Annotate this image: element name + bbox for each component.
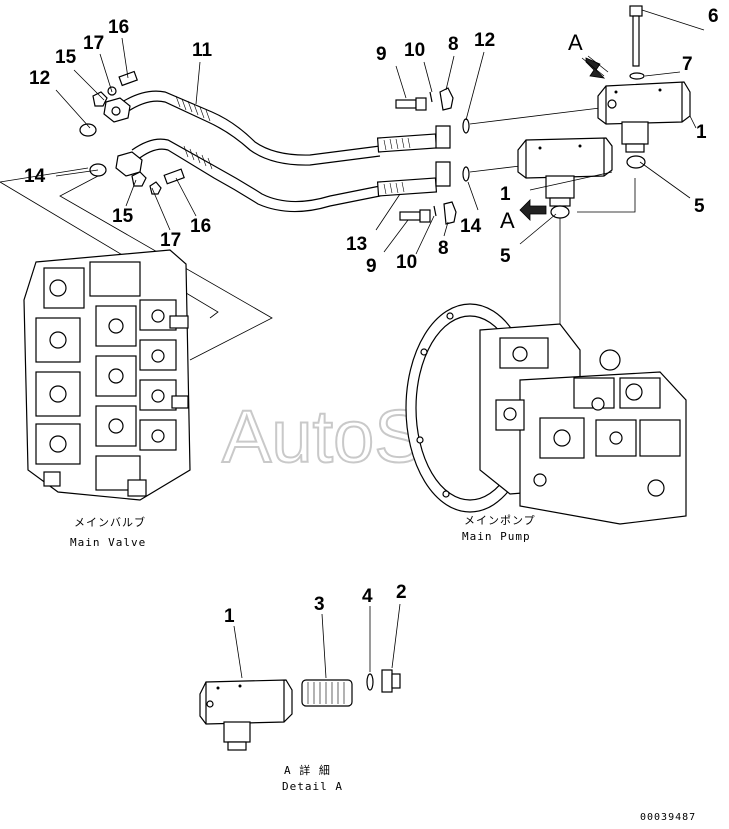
label-10-upper: 10 [404,40,425,61]
label-detail-1: 1 [224,606,235,627]
label-1-upper: 1 [696,122,707,143]
captions: メインバルブ Main Valve メインポンプ Main Pump A 詳 細… [70,514,696,823]
part-1-upper [597,81,691,153]
left-fittings-lower [89,151,185,195]
seal-5-upper [626,155,646,169]
label-13: 13 [346,234,367,255]
detail-caption-en: Detail A [282,780,343,793]
label-7: 7 [682,54,693,75]
main-pump-caption-en: Main Pump [462,530,531,543]
detail-part-4-oring [366,606,374,691]
main-pump [405,303,687,525]
label-detail-2: 2 [396,582,407,603]
part-labels: 12 15 17 16 11 14 15 17 16 9 10 8 12 13 … [24,6,719,627]
main-valve [23,249,191,501]
label-14-left: 14 [24,166,46,187]
label-6: 6 [708,6,719,27]
label-16-lower: 16 [190,216,211,237]
tube-11 [121,90,381,166]
detail-part-2-plug [381,603,401,693]
label-15-upper: 15 [55,47,77,68]
main-valve-caption-en: Main Valve [70,536,146,549]
part-1-lower [517,137,613,207]
label-12-right: 12 [474,30,495,51]
label-17-upper: 17 [83,33,104,54]
label-detail-3: 3 [314,594,325,615]
detail-part-1 [199,625,293,751]
label-15-lower: 15 [112,206,134,227]
label-leaders [55,37,697,255]
hose-end-lower [376,161,521,225]
view-marker-a-lower: A [500,208,515,233]
label-5-lower: 5 [500,246,511,267]
view-arrow-upper [581,55,609,79]
label-9-upper: 9 [376,44,387,65]
label-9-lower: 9 [366,256,377,277]
detail-part-3-filter [301,613,353,707]
label-16-upper: 16 [108,17,129,38]
label-detail-4: 4 [362,586,373,607]
main-valve-caption-jp: メインバルブ [74,515,146,529]
label-1-lower: 1 [500,184,511,205]
label-5-upper: 5 [694,196,705,217]
detail-caption-jp: A 詳 細 [284,763,331,777]
part-6-bolt [629,5,705,80]
label-12-left: 12 [29,68,50,89]
main-pump-caption-jp: メインポンプ [464,514,536,527]
hose-end-upper [376,87,601,153]
tube-13 [131,138,381,213]
label-11: 11 [192,40,213,61]
drawing-number: 00039487 [640,812,696,823]
view-arrow-lower [519,199,547,221]
label-10-lower: 10 [396,252,417,273]
label-8-upper: 8 [448,34,459,55]
label-8-lower: 8 [438,238,449,259]
view-marker-a-upper: A [568,30,583,55]
label-17-lower: 17 [160,230,181,251]
seal-5-lower [550,205,570,219]
label-14-right: 14 [460,216,482,237]
